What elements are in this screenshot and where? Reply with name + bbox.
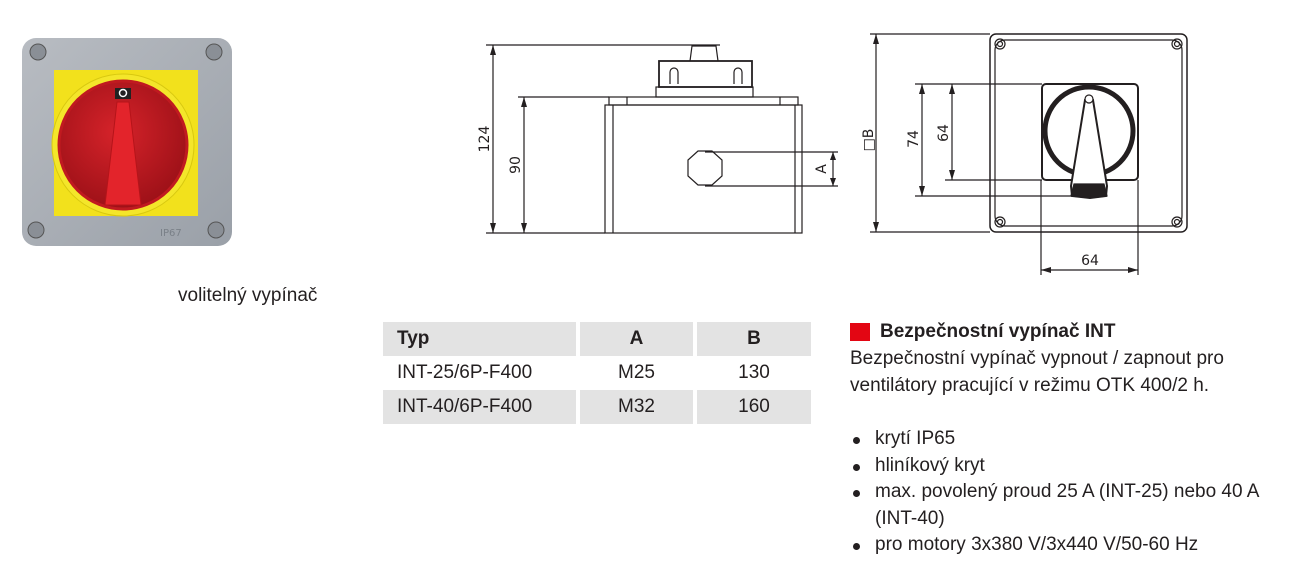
side-view-drawing: 124 90 A (477, 44, 838, 234)
header-typ: Typ (383, 322, 576, 356)
dim-b-label: □B (861, 129, 877, 152)
cell-b: 130 (738, 362, 770, 383)
dim-64-horizontal-label: 64 (1081, 253, 1099, 269)
front-view-drawing: □B 74 64 64 (861, 33, 1188, 275)
photo-caption: volitelný vypínač (178, 285, 318, 306)
dim-64-vertical-label: 64 (936, 124, 952, 142)
feature-list: krytí IP65 hliníkový kryt max. povolený … (850, 426, 1295, 559)
product-title: Bezpečnostní vypínač INT (880, 321, 1116, 342)
table-row: INT-25/6P-F400 M25 130 (383, 356, 811, 390)
dim-74-label: 74 (906, 130, 922, 148)
table-row: INT-40/6P-F400 M32 160 (383, 390, 811, 424)
photo-label: IP67 (160, 228, 182, 239)
cell-typ: INT-25/6P-F400 (397, 362, 533, 383)
dim-124-label: 124 (477, 126, 493, 153)
header-a: A (580, 322, 693, 356)
cell-b: 160 (697, 390, 811, 424)
list-item: krytí IP65 (850, 426, 1295, 453)
dim-a-label: A (814, 164, 830, 174)
product-description: Bezpečnostní vypínač INT Bezpečnostní vy… (850, 318, 1295, 559)
list-item: pro motory 3x380 V/3x440 V/50-60 Hz (850, 532, 1295, 559)
header-b: B (697, 322, 811, 356)
spec-table: Typ A B INT-25/6P-F400 M25 130 INT-40/6P… (379, 322, 815, 424)
cell-a: M32 (580, 390, 693, 424)
table-header: Typ A B (383, 322, 811, 356)
description-line: ventilátory pracující v režimu OTK 400/2… (850, 375, 1210, 396)
switch-photo: IP67 (22, 38, 232, 246)
list-item: max. povolený proud 25 A (INT-25) nebo 4… (850, 479, 1295, 532)
cell-typ: INT-40/6P-F400 (383, 390, 576, 424)
list-item: hliníkový kryt (850, 453, 1295, 480)
description-line: Bezpečnostní vypínač vypnout / zapnout p… (850, 348, 1224, 369)
dim-90-label: 90 (508, 156, 524, 174)
red-square-marker-icon (850, 322, 870, 341)
cell-a: M25 (618, 362, 655, 383)
